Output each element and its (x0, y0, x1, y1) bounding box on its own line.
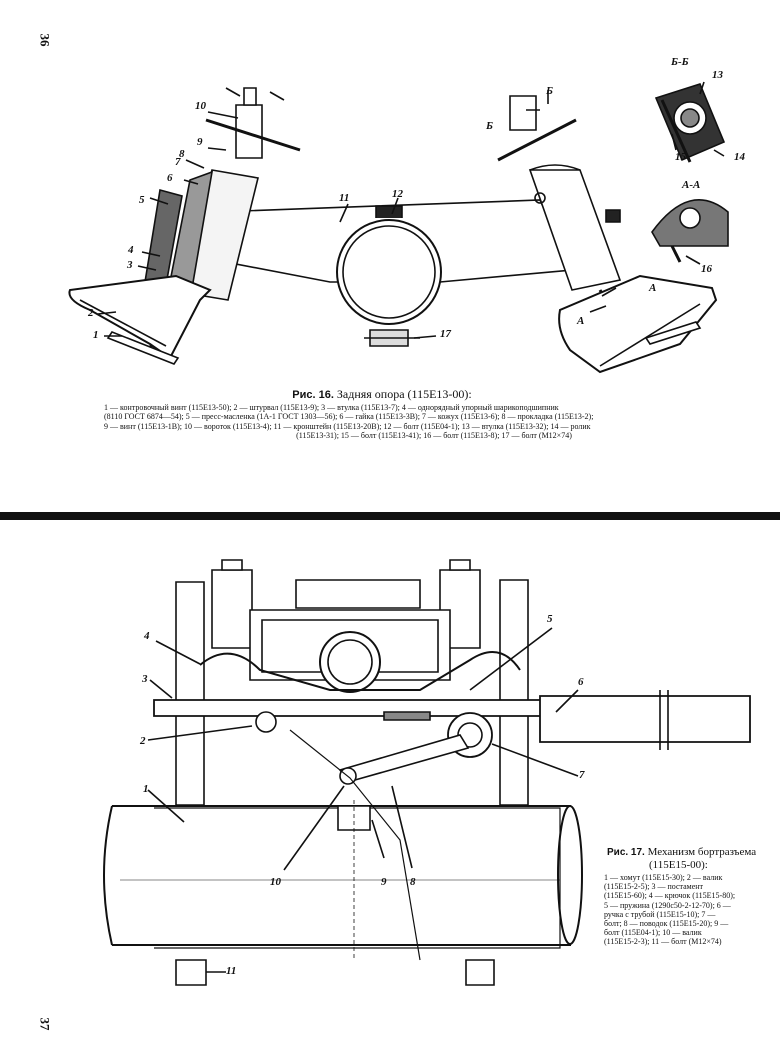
fig16-label-4: 4 (128, 244, 134, 256)
fig17-legend-line: 1 — хомут (115Е15-30); 2 — валик (604, 873, 723, 882)
fig16-label-a-right: А (649, 282, 657, 294)
fig17-caption-prefix: Рис. 17. (607, 847, 645, 858)
fig17-legend-line: ручка с трубой (115Е15-10); 7 — (604, 909, 716, 919)
fig17-legend-line: болт; 8 — поводок (115Е15-20); 9 — (604, 919, 729, 929)
fig17-label-7: 7 (579, 769, 585, 781)
fig16-label-10: 10 (195, 100, 206, 112)
fig16-label-a-left: А (577, 315, 585, 327)
fig17-legend-line: (115Е15-2-3); 11 — болт (М12×74) (604, 937, 722, 947)
fig16-legend-line: (8110 ГОСТ 6874—54); 5 — пресс-масленка … (104, 412, 594, 422)
fig17-label-10: 10 (270, 876, 281, 888)
fig17-label-2: 2 (140, 735, 146, 747)
fig16-label-b-left: Б (486, 120, 493, 132)
fig17-legend-line: болт (115Е04-1); 10 — валик (604, 928, 702, 938)
fig16-label-5: 5 (139, 194, 145, 206)
fig17-label-3: 3 (142, 673, 148, 685)
fig16-label-12: 12 (392, 188, 403, 200)
fig16-legend-line: 9 — винт (115Е13-1В); 10 — вороток (115Е… (104, 421, 591, 431)
fig17-caption: Рис. 17. Механизм бортразъема (115Е15-00… (607, 846, 756, 871)
fig16-legend-line: 1 — контровочный винт (115Е13-50); 2 — ш… (104, 403, 559, 412)
fig16-caption-prefix: Рис. 16. (292, 389, 334, 401)
fig16-drawing (68, 81, 729, 374)
fig16-caption-title: Задняя опора (115Е13-00): (336, 387, 472, 401)
fig17-label-4: 4 (144, 630, 150, 642)
fig17-label-11: 11 (226, 965, 237, 977)
fig16-caption: Рис. 16. Задняя опора (115Е13-00): (232, 387, 532, 402)
fig16-label-15: 15 (675, 151, 686, 163)
page-divider (0, 512, 780, 520)
fig17-legend-line: (115Е15-60); 4 — крючок (115Е15-80); (604, 891, 736, 901)
fig16-label-16: 16 (701, 263, 712, 275)
fig17-label-1: 1 (143, 783, 149, 795)
fig16-label-6: 6 (167, 172, 173, 184)
fig16-legend-line: (115Е13-31); 15 — болт (115Е13-41); 16 —… (296, 431, 572, 441)
fig17-label-6: 6 (578, 676, 584, 688)
fig17-label-9: 9 (381, 876, 387, 888)
fig16-label-14: 14 (734, 151, 745, 163)
fig16-label-9: 9 (197, 136, 203, 148)
fig17-label-8: 8 (410, 876, 416, 888)
fig17-legend-line: 5 — пружина (1290с50-2-12-70); 6 — (604, 900, 731, 910)
fig16-label-8: 8 (179, 148, 185, 160)
fig17-label-5: 5 (547, 613, 553, 625)
fig17-legend-line: (115Е15-2-5); 3 — постамент (604, 882, 704, 892)
fig16-label-bb: Б-Б (671, 56, 689, 68)
fig16-label-13: 13 (712, 69, 723, 81)
fig16-label-17: 17 (440, 328, 451, 340)
fig16-label-7: 7 (175, 156, 181, 168)
fig17-caption-code: (115Е15-00): (649, 859, 708, 871)
fig16-label-2: 2 (88, 307, 94, 319)
fig16-legend: 1 — контровочный винт (115Е13-50); 2 — ш… (104, 403, 764, 441)
fig16-label-1: 1 (93, 329, 99, 341)
fig16-label-11: 11 (339, 192, 350, 204)
fig17-caption-title: Механизм бортразъема (647, 846, 757, 858)
fig16-label-b-top: Б (546, 85, 553, 97)
fig16-label-aa: А-А (682, 179, 701, 191)
fig16-label-3: 3 (127, 259, 133, 271)
fig17-legend: 1 — хомут (115Е15-30); 2 — валик (115Е15… (604, 873, 780, 947)
